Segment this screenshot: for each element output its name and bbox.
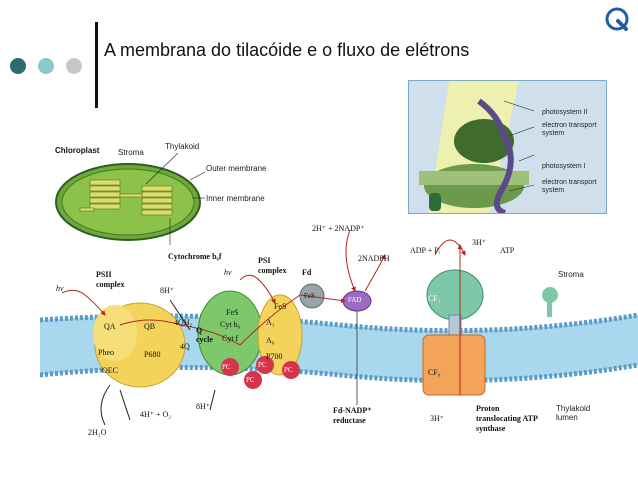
inset-label-ets-2: electron transport system [542, 179, 597, 194]
psi-p700-label: P700 [266, 352, 283, 361]
h3-bottom-label: 3H⁺ [430, 414, 444, 423]
inner-membrane-label: Inner membrane [206, 194, 265, 203]
lumen-label: Thylakoid lumen [556, 404, 591, 422]
nadp-in-label: 2H⁺ + 2NADP⁺ [312, 224, 365, 233]
h3-top-label: 3H⁺ [472, 238, 486, 247]
chloroplast-illustration [55, 152, 206, 245]
fd-nadp-reductase-label: Fd-NADP⁺ reductase [333, 406, 372, 425]
h8-bottom-label: 8H⁺ [196, 402, 210, 411]
psii-oec: OEC [102, 366, 118, 375]
inset-thylakoid-micrograph: photosystem II electron transport system… [408, 80, 607, 214]
membrane-diagram [40, 229, 638, 426]
atp-label: ATP [500, 246, 515, 255]
stroma-side-label: Stroma [558, 270, 584, 279]
adp-label: ADP + Pᵢ [410, 246, 440, 255]
decor-dot-dark [10, 58, 26, 74]
psi-fes-label: FeS [274, 302, 287, 311]
psii-qb: QB [144, 322, 156, 331]
inset-illustration [409, 81, 606, 213]
psi-title: PSI complex [258, 256, 287, 275]
decor-dot-light [66, 58, 82, 74]
fd-fes-label: FeS [304, 292, 315, 300]
pc-label-2: PC [246, 376, 255, 384]
stroma-label: Stroma [118, 148, 144, 157]
atp-synthase-label: Proton translocating ATP synthase [476, 404, 538, 433]
q-cycle-label: Q cycle [196, 326, 213, 344]
q4-label: 4Q [180, 342, 190, 351]
fd-title: Fd [302, 268, 312, 277]
cf0-label: CF₀ [428, 368, 441, 377]
cf1-label: CF₁ [428, 294, 441, 303]
nadph-label: 2NADPH [358, 254, 390, 263]
inset-label-psii: photosystem II [542, 109, 588, 116]
psi-a1-label: A₁ [266, 318, 275, 327]
inset-label-psi: photosystem I [542, 163, 586, 170]
psii-pheo: Pheo [98, 348, 114, 357]
water-products-label: 4H⁺ + O₂ [140, 410, 172, 419]
psii-qa: QA [104, 322, 116, 331]
outer-membrane-label: Outer membrane [206, 164, 267, 173]
slide-title: A membrana do tilacóide e o fluxo de elé… [104, 40, 470, 60]
title-divider [95, 22, 98, 108]
hv-label-2: hv [224, 268, 232, 277]
water-label: 2H₂O [88, 428, 107, 437]
chloroplast-title: Chloroplast [55, 146, 100, 155]
decor-dot-mid [38, 58, 54, 74]
inset-label-ets-1: electron transport system [542, 122, 597, 137]
pc-label-3: PC [258, 361, 267, 369]
cytb6f-title: Cytochrome b₆f [168, 252, 222, 261]
thylakoid-label: Thylakoid [165, 142, 200, 151]
logo-icon [605, 7, 629, 31]
pc-label-1: PC [222, 363, 231, 371]
fad-label: FAD [348, 296, 362, 304]
h8-top-label: 8H⁺ [160, 286, 174, 295]
hv-label-1: hv [56, 284, 64, 293]
psii-p680: P680 [144, 350, 161, 359]
fes-cyt-label: FeS [226, 308, 239, 317]
psi-a0-label: A₀ [266, 336, 275, 345]
qh2-label: 4QH₂ [174, 318, 193, 327]
pc-label-4: PC [284, 366, 293, 374]
psii-title: PSII complex [96, 270, 125, 289]
cyt-b6-label: Cyt b₆ [220, 320, 241, 329]
cyt-f-label: Cyt f [222, 334, 239, 343]
